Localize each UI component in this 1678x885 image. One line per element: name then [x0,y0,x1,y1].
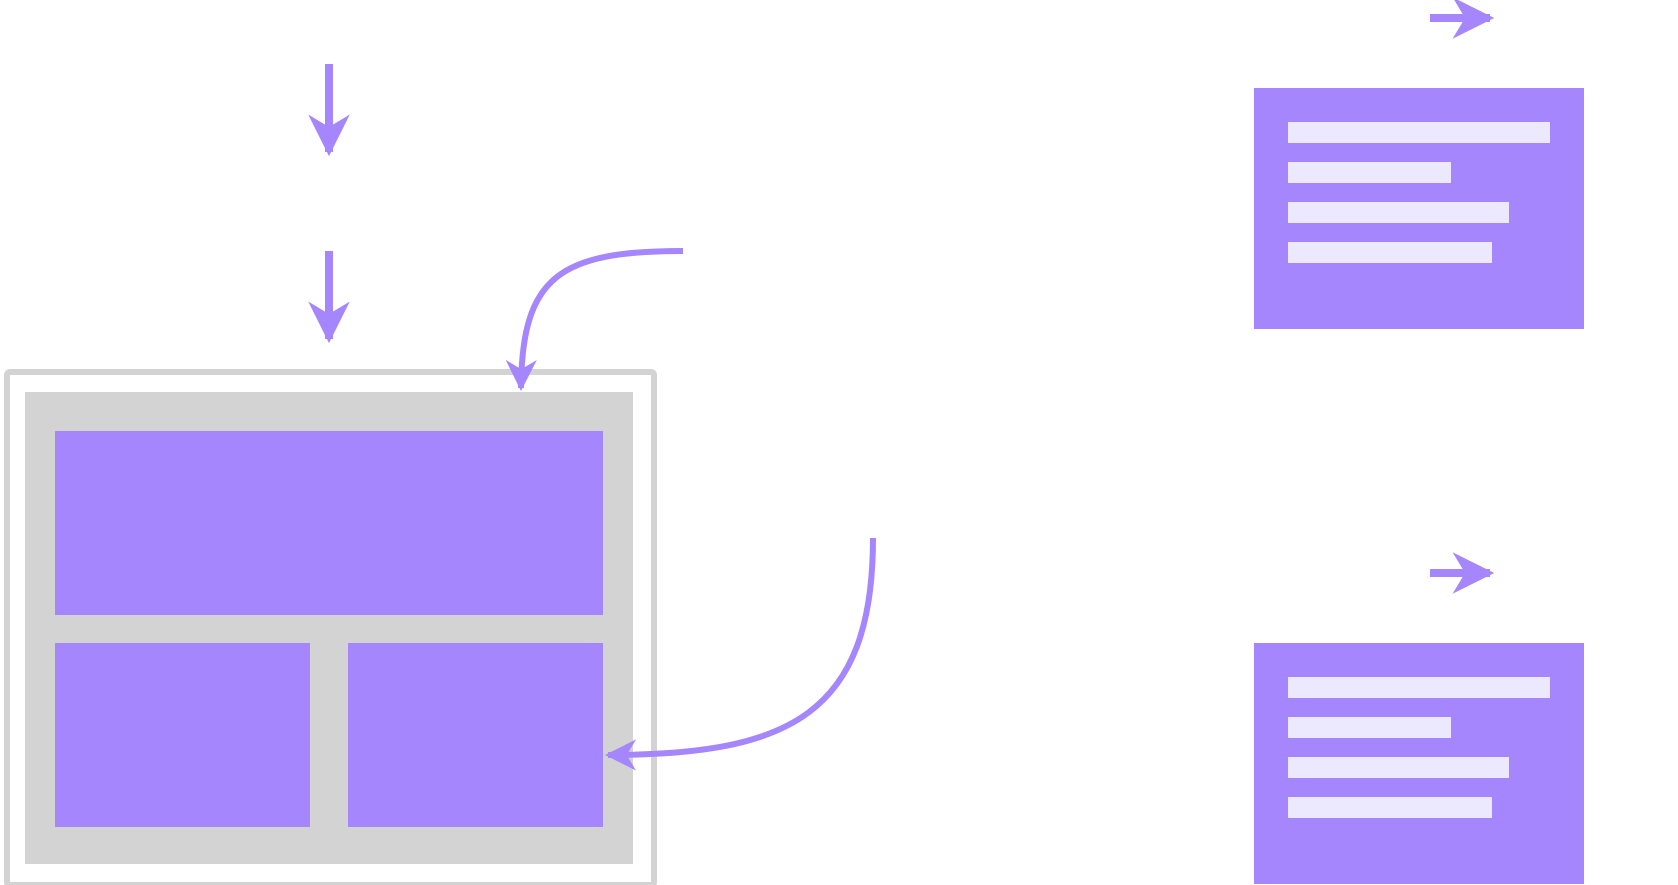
content-card [1254,88,1584,329]
bottom-left-panel [55,643,310,827]
text-line [1288,242,1492,263]
text-line [1288,757,1509,778]
bottom-right-panel [348,643,603,827]
text-line [1288,717,1451,738]
top-panel [55,431,603,615]
curved-arrow-icon [604,537,876,771]
content-card [1254,643,1584,884]
text-line [1288,797,1492,818]
text-line [1288,122,1550,143]
text-line [1288,162,1451,183]
outer-frame [4,369,657,885]
layout-container [4,369,657,885]
text-line [1288,677,1550,698]
curved-arrow-icon [505,248,684,392]
text-line [1288,202,1509,223]
